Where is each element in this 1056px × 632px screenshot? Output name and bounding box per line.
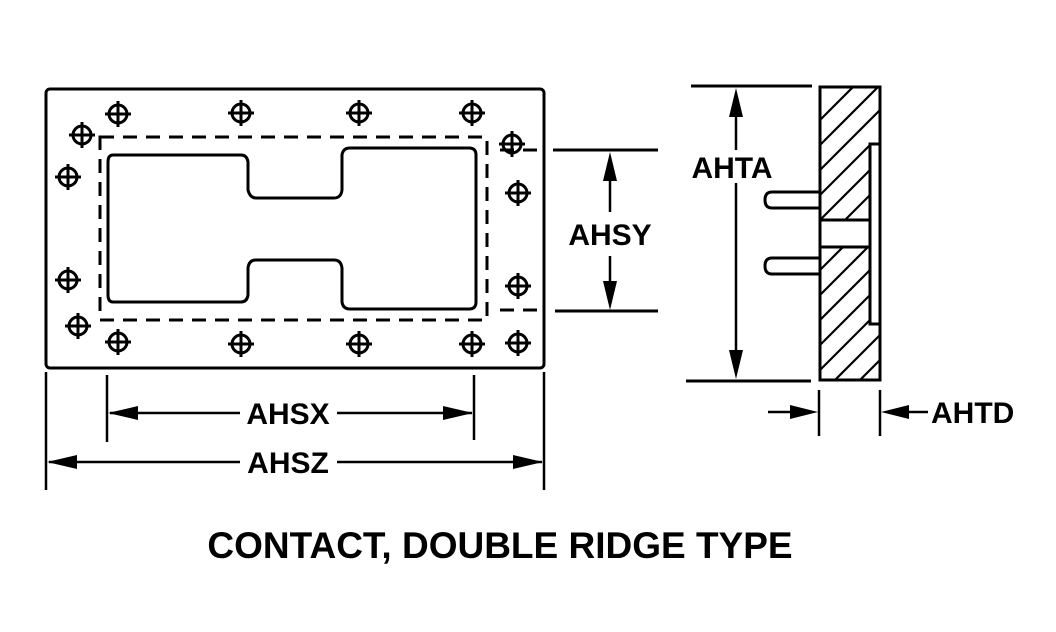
bolt-hole-icon bbox=[103, 99, 133, 129]
front-view bbox=[44, 87, 546, 370]
ahsy-dimension: AHSY bbox=[553, 148, 658, 313]
bolt-hole-icon bbox=[103, 327, 133, 357]
bolt-hole-icon bbox=[503, 178, 533, 208]
flange-outline bbox=[44, 87, 546, 370]
ahsz-arrow-left-icon bbox=[47, 455, 77, 469]
ahta-arrow-down-icon bbox=[729, 350, 743, 379]
bolt-hole-icon bbox=[226, 98, 256, 128]
ahsy-label: AHSY bbox=[568, 219, 651, 252]
ahtd-dimension: AHTD bbox=[768, 390, 1014, 436]
side-view bbox=[763, 85, 882, 382]
bolt-hole-icon bbox=[503, 271, 533, 301]
gasket-dashed-outline bbox=[98, 135, 489, 322]
contact-pin-lower bbox=[763, 256, 820, 276]
ahtd-label: AHTD bbox=[931, 397, 1014, 430]
flange-section-outline bbox=[818, 85, 882, 382]
bolt-hole-icon bbox=[63, 311, 93, 341]
contact-pin-upper bbox=[763, 190, 820, 210]
bolt-hole-icon bbox=[53, 265, 83, 295]
horizontal-dimensions: AHSX AHSZ bbox=[44, 372, 546, 490]
bolt-hole-icon bbox=[457, 329, 487, 359]
bolt-holes bbox=[53, 98, 533, 359]
ahta-arrow-up-icon bbox=[729, 88, 743, 117]
ridge-recess bbox=[868, 142, 880, 326]
ahtd-arrow-right-icon bbox=[790, 405, 818, 419]
bolt-hole-icon bbox=[457, 98, 487, 128]
bolt-hole-icon bbox=[53, 162, 83, 192]
drawing-title: CONTACT, DOUBLE RIDGE TYPE bbox=[207, 525, 792, 566]
bolt-hole-icon bbox=[226, 329, 256, 359]
ahsz-arrow-right-icon bbox=[513, 455, 543, 469]
ahsy-arrow-down-icon bbox=[603, 281, 617, 310]
ahta-dimension: AHTA bbox=[686, 84, 812, 383]
ahsx-arrow-right-icon bbox=[443, 406, 473, 420]
ahta-label: AHTA bbox=[691, 152, 772, 185]
ahsz-label: AHSZ bbox=[247, 447, 329, 480]
ahsx-arrow-left-icon bbox=[108, 406, 138, 420]
double-ridge-opening bbox=[106, 146, 478, 311]
bolt-hole-icon bbox=[503, 328, 533, 358]
ahsx-label: AHSX bbox=[246, 398, 329, 431]
bolt-hole-icon bbox=[344, 329, 374, 359]
bolt-hole-icon bbox=[497, 129, 527, 159]
bolt-hole-icon bbox=[344, 98, 374, 128]
ahsy-arrow-up-icon bbox=[603, 152, 617, 181]
bolt-hole-icon bbox=[67, 120, 97, 150]
ahtd-arrow-left-icon bbox=[881, 405, 909, 419]
section-hatching bbox=[820, 87, 880, 380]
